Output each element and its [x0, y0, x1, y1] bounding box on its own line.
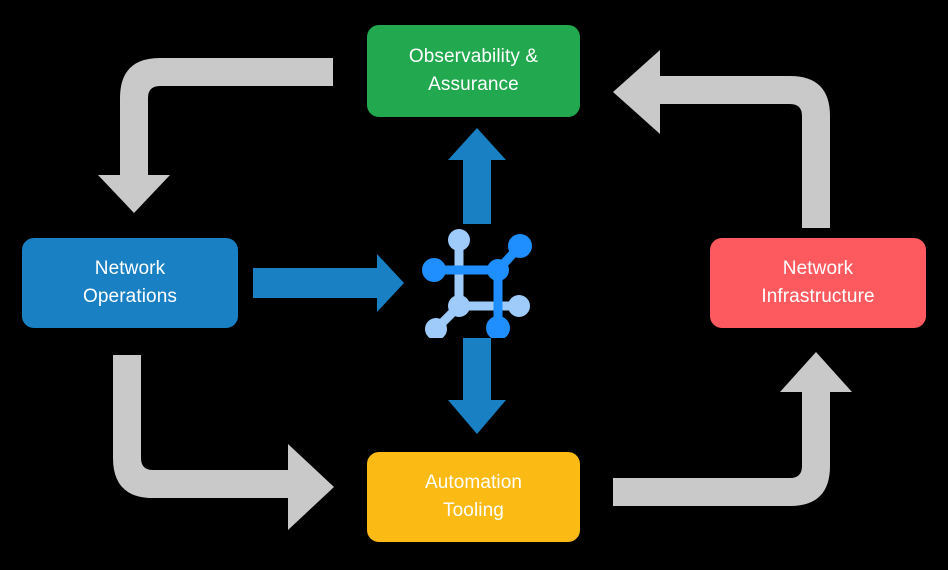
- arrow-observability-to-operations: [98, 58, 333, 213]
- arrow-center-to-observability: [448, 128, 506, 224]
- node-box-operations[interactable]: Network Operations: [22, 238, 238, 328]
- network-icon-primary-nodes: [422, 234, 532, 338]
- node-label-observability: Observability & Assurance: [408, 46, 539, 95]
- network-topology-icon: [422, 229, 532, 338]
- arrow-automation-to-infrastructure: [613, 352, 852, 506]
- network-icon-secondary-nodes: [425, 229, 530, 338]
- node-box-automation[interactable]: Automation Tooling: [367, 452, 580, 542]
- arrow-infrastructure-to-observability: [613, 50, 830, 228]
- node-label-operations: Network Operations: [83, 258, 177, 307]
- node-label-automation: Automation Tooling: [424, 472, 523, 521]
- arrow-operations-to-automation: [113, 355, 334, 530]
- node-box-infrastructure[interactable]: Network Infrastructure: [710, 238, 926, 328]
- node-box-observability[interactable]: Observability & Assurance: [367, 25, 580, 117]
- arrow-operations-to-center: [253, 254, 404, 312]
- arrow-center-to-automation: [448, 338, 506, 434]
- network-icon-secondary-edges: [430, 236, 523, 333]
- node-label-infrastructure: Network Infrastructure: [761, 258, 875, 307]
